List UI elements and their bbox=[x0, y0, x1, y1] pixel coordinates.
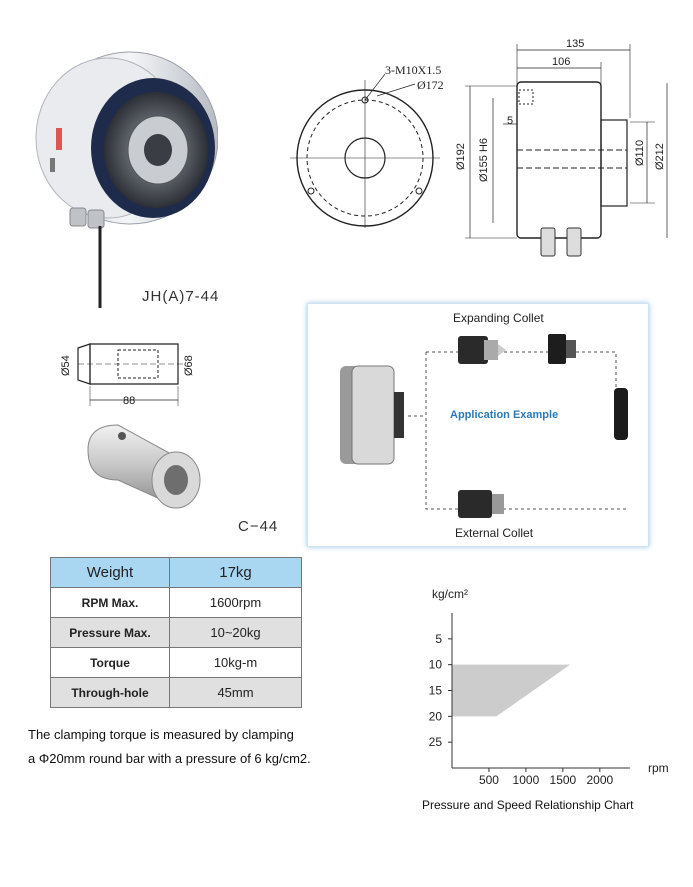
application-diagram bbox=[340, 334, 628, 518]
y-tick-label: 5 bbox=[435, 632, 442, 646]
y-tick-label: 25 bbox=[429, 735, 443, 749]
spec-row-through-hole: Through-hole 45mm bbox=[50, 677, 302, 708]
side-view-drawing bbox=[465, 44, 668, 257]
collet-dim-54: Ø54 bbox=[60, 355, 72, 376]
spec-row-rpm: RPM Max. 1600rpm bbox=[50, 587, 302, 618]
note-line-1: The clamping torque is measured by clamp… bbox=[28, 727, 294, 742]
x-tick-label: 1500 bbox=[550, 773, 577, 787]
spec-row-weight: Weight 17kg bbox=[50, 557, 302, 588]
pressure-speed-chart: 5 10 15 20 25 500 1000 1500 2000 kg/cm² rpm bbox=[429, 587, 669, 787]
spec-value: 1600rpm bbox=[169, 587, 302, 618]
spec-value: 17kg bbox=[169, 557, 302, 588]
dim-212: Ø212 bbox=[654, 143, 666, 170]
y-tick-label: 20 bbox=[429, 709, 443, 723]
external-collet-label: External Collet bbox=[455, 526, 534, 540]
dim-106: 106 bbox=[552, 56, 571, 68]
spec-key: RPM Max. bbox=[50, 587, 170, 618]
collet-photo bbox=[87, 424, 201, 509]
x-tick-label: 1000 bbox=[513, 773, 540, 787]
y-tick-label: 15 bbox=[429, 684, 443, 698]
spec-key: Weight bbox=[50, 557, 170, 588]
spec-key: Pressure Max. bbox=[50, 617, 170, 648]
model-label: JH(A)7-44 bbox=[142, 288, 220, 305]
front-view-drawing bbox=[290, 73, 440, 228]
thread-callout: 3-M10X1.5 bbox=[385, 63, 442, 77]
spec-key: Through-hole bbox=[50, 677, 170, 708]
collet-model-label: C−44 bbox=[238, 518, 279, 535]
spec-table: Weight 17kg RPM Max. 1600rpm Pressure Ma… bbox=[50, 557, 302, 708]
bolt-circle-dim: Ø172 bbox=[417, 78, 444, 92]
y-axis-label: kg/cm² bbox=[432, 587, 468, 601]
y-tick-label: 10 bbox=[429, 658, 443, 672]
collet-dim-68: Ø68 bbox=[183, 355, 195, 376]
x-tick-label: 2000 bbox=[586, 773, 613, 787]
chart-region bbox=[452, 664, 571, 717]
collet-dim-88: 88 bbox=[123, 395, 136, 407]
dim-110: Ø110 bbox=[634, 139, 646, 166]
dim-155: Ø155 H6 bbox=[478, 137, 490, 182]
spec-row-pressure: Pressure Max. 10~20kg bbox=[50, 617, 302, 648]
x-tick-label: 500 bbox=[479, 773, 499, 787]
x-axis-label: rpm bbox=[648, 761, 669, 775]
expanding-collet-label: Expanding Collet bbox=[453, 311, 544, 325]
spec-value: 45mm bbox=[169, 677, 302, 708]
application-example-label: Application Example bbox=[450, 409, 559, 421]
spec-value: 10kg-m bbox=[169, 647, 302, 678]
collet-drawing bbox=[77, 343, 186, 406]
spec-value: 10~20kg bbox=[169, 617, 302, 648]
note-line-2: a Φ20mm round bar with a pressure of 6 k… bbox=[28, 751, 311, 766]
spec-row-torque: Torque 10kg-m bbox=[50, 647, 302, 678]
dim-5: 5 bbox=[507, 115, 514, 127]
dim-192: Ø192 bbox=[455, 143, 467, 170]
dim-135: 135 bbox=[566, 38, 585, 50]
chuck-photo bbox=[35, 51, 218, 308]
chart-title: Pressure and Speed Relationship Chart bbox=[422, 798, 634, 812]
spec-key: Torque bbox=[50, 647, 170, 678]
